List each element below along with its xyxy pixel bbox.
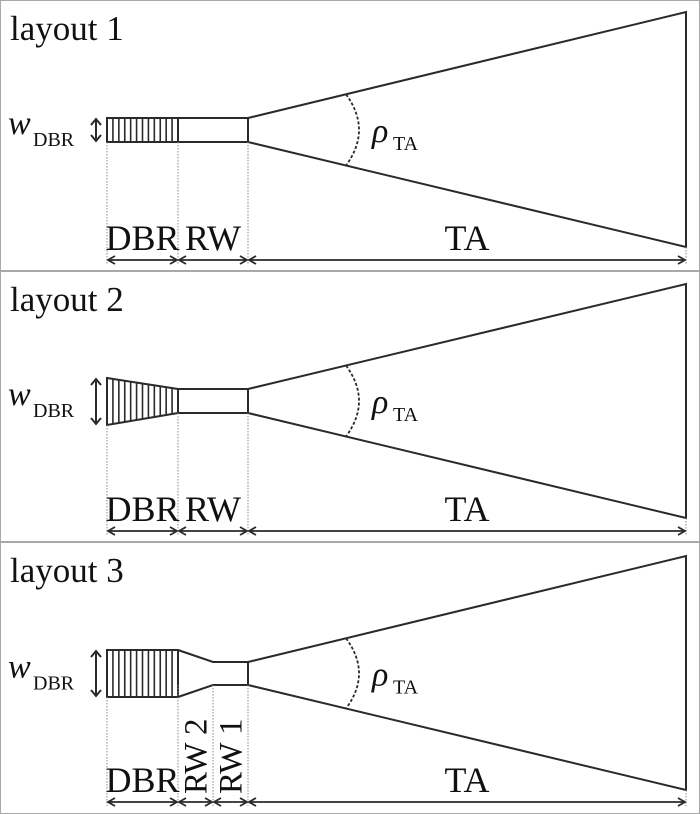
section-label: TA xyxy=(444,218,489,258)
angle-arc xyxy=(345,637,360,710)
width-subscript: DBR xyxy=(33,673,75,695)
dimension-arrowhead xyxy=(677,797,687,807)
dimension-arrowhead xyxy=(204,797,214,807)
rw-outline xyxy=(177,388,249,414)
dimension-arrowhead xyxy=(212,797,222,807)
ta-outline xyxy=(247,282,687,520)
dimension-arrowhead xyxy=(177,255,187,265)
dimension-arrowhead xyxy=(169,526,179,536)
dimension-arrowhead xyxy=(247,526,257,536)
width-arrowhead-bottom xyxy=(90,417,102,426)
width-subscript: DBR xyxy=(33,129,75,151)
dimension-arrowhead xyxy=(239,526,249,536)
width-arrowhead-top xyxy=(90,117,102,126)
dimension-arrowhead xyxy=(106,255,116,265)
section-label: RW 1 xyxy=(214,719,250,795)
section-label: DBR xyxy=(105,489,179,529)
angle-arc xyxy=(345,93,360,167)
section-label: DBR xyxy=(105,760,179,800)
section-label: TA xyxy=(444,489,489,529)
angle-subscript: TA xyxy=(393,133,419,155)
angle-symbol: ρ xyxy=(371,113,388,150)
dimension-arrowhead xyxy=(106,797,116,807)
section-label: TA xyxy=(444,760,489,800)
dimension-arrowhead xyxy=(169,797,179,807)
rw-outline xyxy=(177,117,249,143)
dimension-arrowhead xyxy=(247,797,257,807)
width-arrowhead-top xyxy=(90,649,102,658)
panel-title: layout 2 xyxy=(10,280,124,319)
dimension-arrowhead xyxy=(106,526,116,536)
angle-arc xyxy=(345,364,360,438)
section-label: RW 2 xyxy=(179,719,215,795)
width-arrowhead-top xyxy=(90,377,102,386)
width-symbol: w xyxy=(8,105,31,142)
panel-title: layout 1 xyxy=(10,9,124,48)
section-label: RW xyxy=(185,218,241,258)
angle-subscript: TA xyxy=(393,404,419,426)
panel-title: layout 3 xyxy=(10,551,124,590)
width-symbol: w xyxy=(8,649,31,686)
section-label: DBR xyxy=(105,218,179,258)
width-subscript: DBR xyxy=(33,400,75,422)
angle-symbol: ρ xyxy=(371,657,388,694)
dimension-arrowhead xyxy=(177,797,187,807)
dimension-arrowhead xyxy=(169,255,179,265)
dimension-arrowhead xyxy=(677,255,687,265)
width-arrowhead-bottom xyxy=(90,134,102,143)
width-arrowhead-bottom xyxy=(90,689,102,698)
dimension-arrowhead xyxy=(247,255,257,265)
rw2-taper-top xyxy=(177,649,248,663)
angle-symbol: ρ xyxy=(371,384,388,421)
width-symbol: w xyxy=(8,376,31,413)
dimension-arrowhead xyxy=(239,797,249,807)
section-label: RW xyxy=(185,489,241,529)
dimension-arrowhead xyxy=(239,255,249,265)
dimension-arrowhead xyxy=(677,526,687,536)
ta-outline xyxy=(247,10,687,249)
angle-subscript: TA xyxy=(393,677,419,699)
ta-outline xyxy=(247,554,687,792)
dimension-arrowhead xyxy=(177,526,187,536)
